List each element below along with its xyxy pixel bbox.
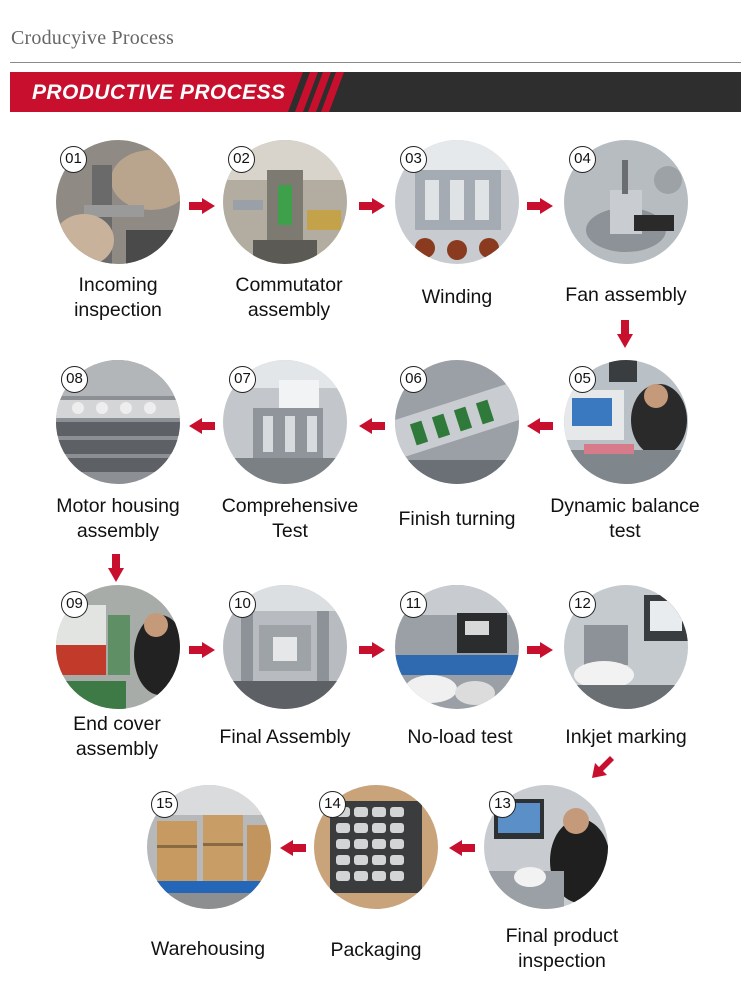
- step-10-number: 10: [229, 591, 256, 618]
- step-07-number: 07: [229, 366, 256, 393]
- step-01-number: 01: [60, 146, 87, 173]
- step-06-label: Finish turning: [398, 508, 516, 530]
- title-divider: [10, 62, 741, 63]
- arrow-right-icon: [359, 198, 385, 214]
- arrow-down-icon: [617, 320, 633, 348]
- step-01-photo: [56, 140, 180, 264]
- arrow-left-icon: [449, 840, 475, 856]
- step-14-label: Packaging: [330, 939, 422, 961]
- step-10-label: Final Assembly: [219, 726, 351, 748]
- step-04-number: 04: [569, 146, 596, 173]
- arrow-right-icon: [527, 198, 553, 214]
- step-11-label: No-load test: [407, 726, 513, 748]
- arrow-down-icon: [108, 554, 124, 582]
- step-09-number: 09: [61, 591, 88, 618]
- step-14-number: 14: [319, 791, 346, 818]
- arrow-down-left-icon: [592, 756, 614, 778]
- step-05-number: 05: [569, 366, 596, 393]
- arrow-left-icon: [280, 840, 306, 856]
- step-08-number: 08: [61, 366, 88, 393]
- step-12-number: 12: [569, 591, 596, 618]
- arrow-left-icon: [189, 418, 215, 434]
- arrow-right-icon: [189, 198, 215, 214]
- step-06-number: 06: [400, 366, 427, 393]
- step-03-photo: [395, 140, 519, 264]
- step-03-label: Winding: [421, 286, 493, 308]
- banner-title: PRODUCTIVE PROCESS: [32, 81, 286, 104]
- arrow-right-icon: [527, 642, 553, 658]
- step-11-number: 11: [400, 591, 427, 618]
- arrow-left-icon: [359, 418, 385, 434]
- step-15-number: 15: [151, 791, 178, 818]
- section-banner: PRODUCTIVE PROCESS: [10, 72, 741, 112]
- arrow-right-icon: [359, 642, 385, 658]
- arrow-left-icon: [527, 418, 553, 434]
- step-06-photo: [395, 360, 519, 484]
- step-13-number: 13: [489, 791, 516, 818]
- step-15-label: Warehousing: [150, 938, 266, 960]
- step-12-label: Inkjet marking: [565, 726, 687, 748]
- step-03-number: 03: [400, 146, 427, 173]
- step-02-number: 02: [228, 146, 255, 173]
- arrow-right-icon: [189, 642, 215, 658]
- page-title: Croducyive Process: [11, 27, 175, 49]
- step-04-label: Fan assembly: [565, 284, 687, 306]
- step-15-photo: [147, 785, 271, 909]
- step-04-photo: [564, 140, 688, 264]
